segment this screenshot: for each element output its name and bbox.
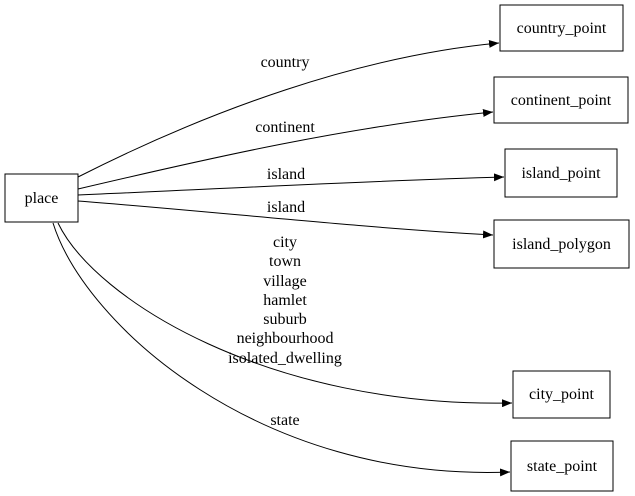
node-country-point-label: country_point xyxy=(517,20,607,37)
node-continent-point: continent_point xyxy=(493,76,629,124)
node-city-point: city_point xyxy=(512,370,611,419)
node-island-polygon-box xyxy=(493,219,630,269)
node-country-point-box xyxy=(499,4,624,52)
node-island-point: island_point xyxy=(504,148,618,198)
node-continent-point-box xyxy=(493,76,629,124)
edge-label-continent: continent xyxy=(255,119,315,136)
edge-label-group: country continent island island city tow… xyxy=(228,54,342,429)
node-state-point-box xyxy=(510,440,614,492)
edge-group xyxy=(52,39,513,477)
edge-label-state: state xyxy=(270,412,299,429)
edge-label-city-line: neighbourhood xyxy=(237,330,334,347)
edge-label-country: country xyxy=(261,54,310,71)
node-island-polygon: island_polygon xyxy=(493,219,630,269)
node-island-polygon-label: island_polygon xyxy=(512,236,611,253)
node-country-point: country_point xyxy=(499,4,624,52)
edge-label-city-line: hamlet xyxy=(263,292,307,309)
edge-place-state-point xyxy=(52,222,511,477)
edge-place-island-point xyxy=(77,173,505,196)
node-state-point-label: state_point xyxy=(527,458,598,475)
node-group: place country_point continent_point isla… xyxy=(4,4,630,492)
edge-label-city-line: suburb xyxy=(263,311,307,328)
edge-label-city-line: village xyxy=(263,273,307,290)
node-city-point-box xyxy=(512,370,611,419)
node-place-label: place xyxy=(25,190,59,207)
edge-label-city-line: isolated_dwelling xyxy=(228,350,342,367)
edge-label-island-point: island xyxy=(267,166,305,183)
node-island-point-label: island_point xyxy=(521,165,601,182)
node-city-point-label: city_point xyxy=(529,386,594,403)
edge-place-city-point xyxy=(57,222,513,408)
node-place: place xyxy=(4,173,79,223)
node-island-point-box xyxy=(504,148,618,198)
edge-place-continent-point xyxy=(77,108,494,190)
node-state-point: state_point xyxy=(510,440,614,492)
edge-label-island-polygon: island xyxy=(267,199,305,216)
edge-label-city-line: city xyxy=(273,234,297,251)
edge-label-city-line: town xyxy=(269,253,301,270)
edge-place-country-point xyxy=(77,39,500,178)
edge-place-island-polygon xyxy=(77,200,494,239)
node-continent-point-label: continent_point xyxy=(511,92,612,109)
node-place-box xyxy=(4,173,79,223)
